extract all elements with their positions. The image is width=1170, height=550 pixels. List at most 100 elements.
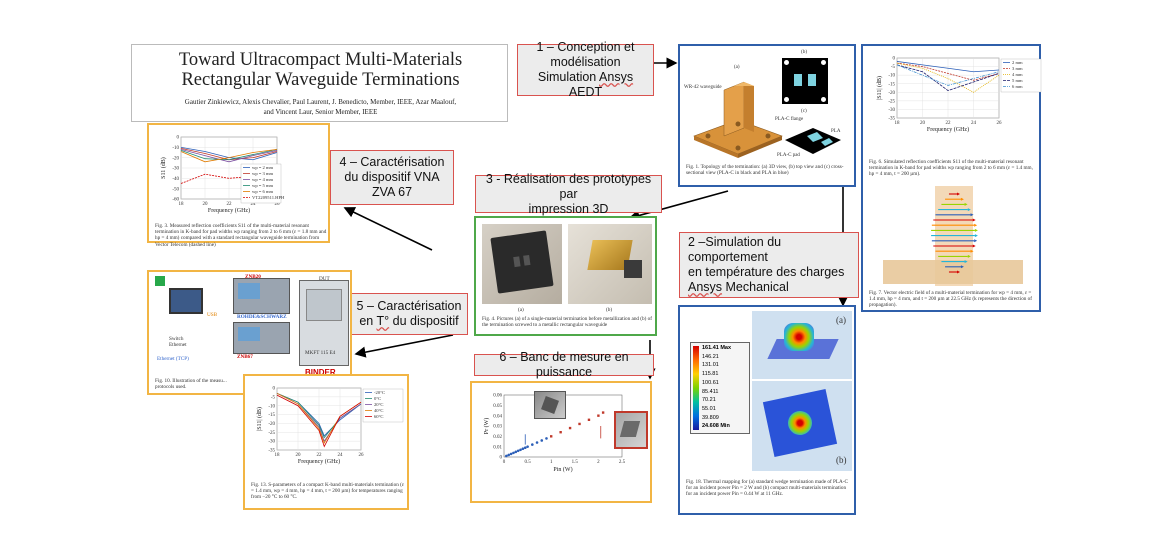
x-axis-label: Frequency (GHz)	[298, 458, 340, 465]
step-4-line-3: ZVA 67	[371, 185, 413, 199]
data-point	[601, 411, 605, 414]
step-2-line-4a: Ansys	[688, 280, 723, 294]
y-tick-label: -30	[888, 108, 895, 113]
data-point	[559, 431, 562, 434]
fig10-climatic-chamber	[299, 280, 349, 366]
data-point	[545, 437, 548, 440]
step-2-label: 2 –Simulation du comportement en tempéra…	[679, 232, 859, 298]
y-tick-label: -20	[172, 156, 179, 161]
legend-box	[240, 163, 282, 204]
field-arrow-head	[974, 234, 978, 238]
y-tick-label: -30	[172, 167, 179, 172]
fig18-hotspot-a	[784, 323, 814, 351]
fig18-scale-value: 161.41 Max	[702, 345, 732, 351]
y-tick-label: -40	[172, 177, 179, 182]
legend-entry: wp = 3 mm	[252, 171, 274, 176]
power-photo-inset	[534, 391, 566, 419]
fig1-cross-view: PLA-C flange PLA PLA-C pad	[775, 117, 841, 158]
field-arrow-head	[957, 192, 961, 196]
data-point	[505, 454, 508, 458]
fig10-vna-screen	[238, 327, 260, 341]
x-tick-label: 26	[359, 453, 365, 458]
y-tick-label: -60	[172, 198, 179, 203]
x-tick-label: 2.5	[619, 460, 626, 465]
paper-title-block: Toward Ultracompact Multi-Materials Rect…	[131, 44, 508, 122]
y-tick-label: 0	[273, 387, 276, 392]
fig4-printed-part	[490, 230, 554, 294]
authors-line-1: Gautier Zinkiewicz, Alexis Chevalier, Pa…	[184, 98, 457, 106]
y-axis-label: |S11| (dB)	[876, 76, 883, 100]
legend-entry: wp = 2 mm	[252, 165, 274, 170]
fig10-zna-label: ZNB20	[245, 274, 261, 280]
fig1-hole	[821, 97, 826, 102]
fig6-caption: Fig. 6. Simulated reflection coefficient…	[869, 159, 1033, 178]
field-arrow-head	[967, 254, 971, 258]
fig18-scale-value: 55.01	[702, 405, 716, 412]
data-point	[587, 418, 591, 421]
fig4-photo-b	[568, 224, 652, 304]
data-point	[516, 449, 520, 453]
y-tick-label: -30	[268, 440, 275, 445]
fig3-caption: Fig. 3. Measured reflection coefficients…	[155, 223, 327, 248]
fig18-scale-value: 70.21	[702, 397, 716, 404]
step-5-line-2a: en	[359, 314, 377, 328]
legend-entry: 40°C	[374, 408, 384, 413]
y-tick-label: 0.06	[493, 394, 502, 399]
fig4-pad	[523, 254, 531, 266]
step-5-line-2: en T° du dispositif	[359, 314, 458, 329]
field-arrow-head	[960, 197, 964, 201]
fig13-caption: Fig. 13. S-parameters of a compact K-ban…	[251, 482, 405, 501]
x-tick-label: 18	[179, 202, 185, 207]
series-line	[896, 62, 1000, 93]
fig1-hole	[784, 97, 789, 102]
fig18-base-b	[762, 388, 838, 458]
power-photo-part	[541, 396, 559, 414]
fig10-mkt-label: MKFT 115 E4	[305, 350, 336, 356]
data-point	[509, 452, 513, 456]
y-tick-label: -20	[268, 422, 275, 427]
x-tick-label: 0.5	[524, 460, 531, 465]
field-arrow-head	[974, 228, 978, 232]
y-axis-label: Pr (W)	[483, 418, 490, 435]
step-3-line-2: impression 3D	[528, 201, 609, 216]
y-axis-label: |S11| (dB)	[256, 407, 263, 431]
fig18-scale-value: 24.608 Min	[702, 423, 730, 430]
y-tick-label: 0.02	[493, 435, 502, 440]
step-5-line-2c: du dispositif	[389, 314, 459, 328]
x-tick-label: 20	[920, 121, 926, 126]
x-tick-label: 20	[296, 453, 302, 458]
field-arrow-head	[972, 218, 976, 222]
fig18-scale-value: 146.21	[702, 353, 719, 360]
legend-entry: 3 mm	[1012, 66, 1023, 71]
series-line	[276, 394, 362, 448]
step-6-label: 6 – Banc de mesure en puissance	[474, 350, 654, 379]
step-2-line-2: comportement	[688, 250, 768, 264]
x-tick-label: 2	[597, 460, 600, 465]
fig10-dut-label: DUT	[319, 276, 330, 282]
fig1-pla-pad-right	[808, 74, 816, 86]
paper-authors: Gautier Zinkiewicz, Alexis Chevalier, Pa…	[136, 97, 505, 117]
fig18-label-b: (b)	[836, 455, 847, 465]
field-arrow-head	[974, 223, 978, 227]
x-tick-label: 18	[275, 453, 281, 458]
x-tick-label: 0	[503, 460, 506, 465]
step-1-label: 1 – Conception et modélisation Simulatio…	[517, 40, 654, 99]
fig4-pad	[513, 256, 521, 268]
fig1-pad-label: PLA-C pad	[777, 153, 800, 158]
data-point	[535, 441, 539, 444]
legend-entry: 4 mm	[1012, 72, 1023, 77]
x-tick-label: 18	[895, 121, 901, 126]
fig1-3d-view: (a) WR-42 waveguide	[684, 65, 783, 158]
step-1-line-1: 1 – Conception et	[536, 40, 635, 54]
data-point	[507, 453, 511, 457]
arrow-to-5	[354, 334, 454, 358]
legend-entry: wp = 4 mm	[252, 177, 274, 182]
fig1-pla-label: PLA	[831, 129, 841, 134]
fig1-caption: Fig. 1. Topology of the termination: (a)…	[686, 164, 844, 177]
fig10-vna-screen	[238, 283, 260, 299]
fig10-chamber-window	[306, 289, 342, 321]
arrow-fig1-to-3	[628, 190, 729, 221]
step-1-line-3a: Simulation	[537, 70, 600, 84]
legend-entry: wp = 5 mm	[252, 183, 274, 188]
field-arrow-head	[974, 239, 978, 243]
